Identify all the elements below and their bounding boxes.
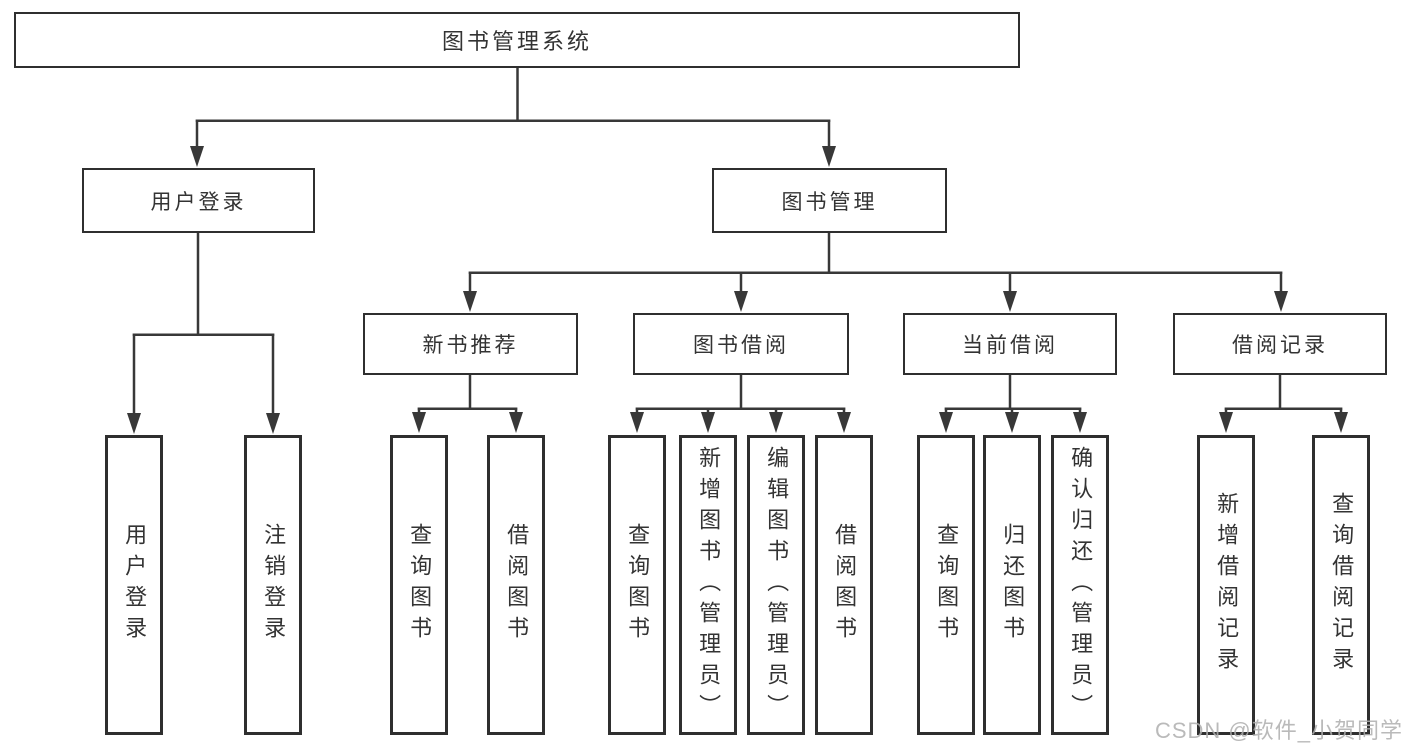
node-label: 图书借阅 (693, 334, 789, 357)
connector-borrow-records-to-leaves (1219, 373, 1348, 433)
leaf-nbr-query-books: 查询图书 (390, 435, 448, 735)
arrowhead (1219, 412, 1233, 433)
node-current-borrow: 当前借阅 (903, 313, 1117, 375)
leaf-br-query-record: 查询借阅记录 (1312, 435, 1370, 735)
connector-new-book-recommend-to-leaves (412, 373, 523, 433)
arrowhead (412, 412, 426, 433)
arrowhead (1005, 412, 1019, 433)
arrowhead (1274, 291, 1288, 312)
arrowhead (509, 412, 523, 433)
leaf-label: 借阅图书 (832, 523, 858, 647)
watermark: CSDN @软件_小贺同学 (1154, 718, 1403, 743)
leaf-label: 新增借阅记录 (1214, 492, 1240, 678)
leaf-label: 用户登录 (122, 523, 148, 647)
arrowhead (837, 412, 851, 433)
arrowhead (630, 412, 644, 433)
leaf-label: 确认归还（管理员） (1068, 445, 1094, 725)
arrowhead (769, 412, 783, 433)
node-root-library-system: 图书管理系统 (14, 12, 1020, 68)
leaf-cb-query-books: 查询图书 (917, 435, 975, 735)
leaf-label: 查询图书 (625, 523, 651, 647)
leaf-label: 查询借阅记录 (1329, 492, 1355, 678)
arrowhead (266, 413, 280, 434)
arrowhead (1334, 412, 1348, 433)
node-book-management: 图书管理 (712, 168, 947, 233)
leaf-bb-borrow-books: 借阅图书 (815, 435, 873, 735)
arrowhead (701, 412, 715, 433)
leaf-label: 查询图书 (407, 523, 433, 647)
arrowhead (190, 146, 204, 167)
node-book-borrow: 图书借阅 (633, 313, 849, 375)
arrowhead (734, 291, 748, 312)
arrowhead (1073, 412, 1087, 433)
leaf-cb-confirm-return-admin: 确认归还（管理员） (1051, 435, 1109, 735)
leaf-label: 新增图书（管理员） (696, 445, 722, 725)
node-new-book-recommend: 新书推荐 (363, 313, 578, 375)
leaf-bb-query-books: 查询图书 (608, 435, 666, 735)
node-label: 图书管理系统 (441, 29, 592, 54)
connector-book-management-to-level3 (463, 231, 1288, 312)
node-label: 借阅记录 (1232, 334, 1328, 357)
node-borrow-records: 借阅记录 (1173, 313, 1387, 375)
node-label: 新书推荐 (422, 334, 519, 357)
leaf-user-login: 用户登录 (105, 435, 163, 735)
leaf-bb-add-book-admin: 新增图书（管理员） (679, 435, 737, 735)
leaf-nbr-borrow-books: 借阅图书 (487, 435, 545, 735)
leaf-label: 注销登录 (261, 523, 287, 647)
connector-current-borrow-to-leaves (939, 373, 1087, 433)
leaf-bb-edit-book-admin: 编辑图书（管理员） (747, 435, 805, 735)
arrowhead (1003, 291, 1017, 312)
node-user-login: 用户登录 (82, 168, 315, 233)
node-label: 图书管理 (781, 190, 878, 214)
connector-book-borrow-to-leaves (630, 373, 851, 433)
leaf-label: 查询图书 (934, 523, 960, 647)
leaf-label: 借阅图书 (504, 523, 530, 647)
connector-root-to-level2 (190, 66, 836, 167)
connector-user-login-to-leaves (127, 231, 280, 434)
arrowhead (127, 413, 141, 434)
arrowhead (939, 412, 953, 433)
leaf-label: 归还图书 (1000, 523, 1026, 647)
leaf-br-add-record: 新增借阅记录 (1197, 435, 1255, 735)
leaf-cb-return-books: 归还图书 (983, 435, 1041, 735)
arrowhead (822, 146, 836, 167)
node-label: 用户登录 (150, 190, 247, 214)
leaf-label: 编辑图书（管理员） (764, 445, 790, 725)
leaf-logout: 注销登录 (244, 435, 302, 735)
arrowhead (463, 291, 477, 312)
node-label: 当前借阅 (962, 334, 1058, 357)
